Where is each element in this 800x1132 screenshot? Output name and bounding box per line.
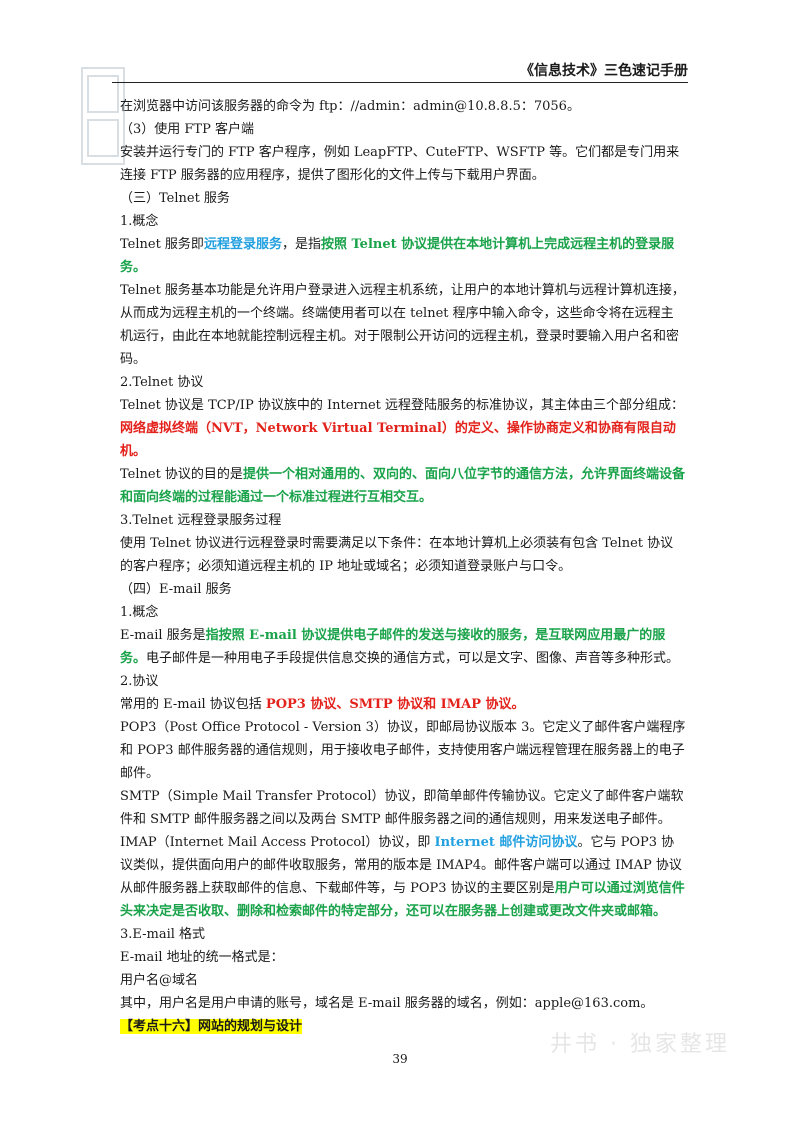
running-header: 《信息技术》三色速记手册 — [520, 63, 688, 79]
text-run: （四）E-mail 服务 — [120, 582, 232, 597]
emphasis-text: 提供一个相对通用的、双向的、面向八位字节的通信方法，允许界面终端设备和面向终端的… — [120, 467, 685, 505]
paragraph: 常用的 E-mail 协议包括 POP3 协议、SMTP 协议和 IMAP 协议… — [120, 693, 686, 716]
paragraph: E-mail 地址的统一格式是： — [120, 946, 686, 969]
text-run: 3.E-mail 格式 — [120, 927, 206, 942]
emphasis-text: 【考点十六】网站的规划与设计 — [120, 1019, 303, 1034]
paragraph: 在浏览器中访问该服务器的命令为 ftp：//admin：admin@10.8.8… — [120, 95, 686, 118]
text-run: 用户名@域名 — [120, 973, 199, 988]
paragraph: 3.E-mail 格式 — [120, 923, 686, 946]
emphasis-text: 网络虚拟终端（NVT，Network Virtual Terminal）的定义、… — [120, 421, 676, 459]
emphasis-text: POP3 协议、SMTP 协议和 IMAP 协议。 — [265, 697, 525, 712]
emphasis-text: 远程登录服务 — [203, 237, 282, 252]
paragraph: E-mail 服务是指按照 E-mail 协议提供电子邮件的发送与接收的服务，是… — [120, 624, 686, 670]
header-divider — [112, 82, 688, 83]
paragraph: SMTP（Simple Mail Transfer Protocol）协议，即简… — [120, 785, 686, 831]
paragraph: Telnet 协议的目的是提供一个相对通用的、双向的、面向八位字节的通信方法，允… — [120, 463, 686, 509]
text-run: Telnet 协议是 TCP/IP 协议族中的 Internet 远程登陆服务的… — [120, 398, 685, 413]
emphasis-text: 指按照 E-mail 协议提供电子邮件的发送与接收的服务，是互联网应用最广的服务… — [120, 628, 666, 666]
watermark-text: 井书 · 独家整理 — [550, 1032, 730, 1057]
text-run: 1.概念 — [120, 605, 159, 620]
text-run: 1.概念 — [120, 214, 159, 229]
text-run: IMAP（Internet Mail Access Protocol）协议，即 — [120, 835, 435, 850]
text-run: 2.Telnet 协议 — [120, 375, 204, 390]
text-run: （3）使用 FTP 客户端 — [120, 122, 254, 137]
paragraph: 2.协议 — [120, 670, 686, 693]
text-run: ，是指 — [281, 237, 321, 252]
paragraph: 2.Telnet 协议 — [120, 371, 686, 394]
text-run: 使用 Telnet 协议进行远程登录时需要满足以下条件：在本地计算机上必须装有包… — [120, 536, 674, 574]
publisher-logo — [81, 67, 125, 165]
text-run: POP3（Post Office Protocol - Version 3）协议… — [120, 720, 686, 781]
paragraph: （3）使用 FTP 客户端 — [120, 118, 686, 141]
text-run: 常用的 E-mail 协议包括 — [120, 697, 266, 712]
paragraph: IMAP（Internet Mail Access Protocol）协议，即 … — [120, 831, 686, 923]
text-run: Telnet 协议的目的是 — [120, 467, 243, 482]
paragraph: POP3（Post Office Protocol - Version 3）协议… — [120, 716, 686, 785]
paragraph: 【考点十六】网站的规划与设计 — [120, 1015, 686, 1038]
text-run: Telnet 服务基本功能是允许用户登录进入远程主机系统，让用户的本地计算机与远… — [120, 283, 685, 367]
text-run: 在浏览器中访问该服务器的命令为 ftp：//admin：admin@10.8.8… — [120, 99, 580, 114]
page-number: 39 — [392, 1052, 408, 1066]
emphasis-text: 用户可以通过浏览信件头来决定是否收取、删除和检索邮件的特定部分，还可以在服务器上… — [120, 881, 685, 919]
text-run: Telnet 服务即 — [120, 237, 204, 252]
paragraph: Telnet 服务基本功能是允许用户登录进入远程主机系统，让用户的本地计算机与远… — [120, 279, 686, 371]
text-run: SMTP（Simple Mail Transfer Protocol）协议，即简… — [120, 789, 684, 827]
text-run: 2.协议 — [120, 674, 159, 689]
paragraph: Telnet 协议是 TCP/IP 协议族中的 Internet 远程登陆服务的… — [120, 394, 686, 463]
text-run: 3.Telnet 远程登录服务过程 — [120, 513, 282, 528]
paragraph: 用户名@域名 — [120, 969, 686, 992]
text-run: （三）Telnet 服务 — [120, 191, 230, 206]
document-body: 在浏览器中访问该服务器的命令为 ftp：//admin：admin@10.8.8… — [120, 95, 686, 1038]
paragraph: 使用 Telnet 协议进行远程登录时需要满足以下条件：在本地计算机上必须装有包… — [120, 532, 686, 578]
paragraph: 其中，用户名是用户申请的账号，域名是 E-mail 服务器的域名，例如：appl… — [120, 992, 686, 1015]
emphasis-text: Internet 邮件访问协议 — [434, 835, 578, 850]
paragraph: 安装并运行专门的 FTP 客户程序，例如 LeapFTP、CuteFTP、WSF… — [120, 141, 686, 187]
emphasis-text: 按照 Telnet 协议提供在本地计算机上完成远程主机的登录服务。 — [120, 237, 675, 275]
paragraph: （三）Telnet 服务 — [120, 187, 686, 210]
text-run: 电子邮件是一种用电子手段提供信息交换的通信方式，可以是文字、图像、声音等多种形式… — [146, 651, 680, 666]
text-run: E-mail 地址的统一格式是： — [120, 950, 284, 965]
paragraph: 1.概念 — [120, 210, 686, 233]
paragraph: 1.概念 — [120, 601, 686, 624]
paragraph: （四）E-mail 服务 — [120, 578, 686, 601]
text-run: E-mail 服务是 — [120, 628, 206, 643]
text-run: 其中，用户名是用户申请的账号，域名是 E-mail 服务器的域名，例如：appl… — [120, 996, 654, 1011]
text-run: 。它与 POP3 协议类似，提供面向用户的邮件收取服务，常用的版本是 IMAP4… — [120, 835, 682, 896]
paragraph: 3.Telnet 远程登录服务过程 — [120, 509, 686, 532]
text-run: 安装并运行专门的 FTP 客户程序，例如 LeapFTP、CuteFTP、WSF… — [120, 145, 680, 183]
paragraph: Telnet 服务即远程登录服务，是指按照 Telnet 协议提供在本地计算机上… — [120, 233, 686, 279]
